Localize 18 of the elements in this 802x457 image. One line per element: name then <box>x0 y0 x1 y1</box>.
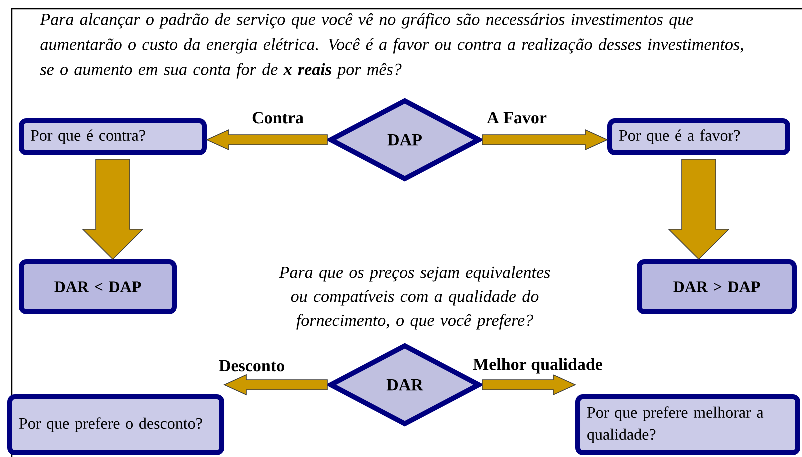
edge-label: Desconto <box>218 359 286 373</box>
block-arrow <box>82 159 144 260</box>
result-box: DAR > DAP <box>637 260 797 314</box>
block-arrow <box>482 129 608 151</box>
question-box: Por que é a favor? <box>608 118 790 156</box>
block-arrow <box>668 159 730 260</box>
question-text: Para que os preços sejam equivalentes ou compatíveis com a qualidade do fornecimento, o que você prefere? <box>279 266 550 330</box>
question-box: Por que é contra? <box>19 118 207 156</box>
edge-label: Contra <box>251 111 305 125</box>
result-box: DAR < DAP <box>19 260 177 314</box>
question-text: Para alcançar o padrão de serviço que você vê no gráfico são necessários investimentos que aumentarão o custo da energia elétrica. Você é a favor ou contra a realização desses investimentos, se o aumento em sua conta for de x reais por mês? <box>40 13 744 79</box>
edge-label: Melhor qualidade <box>472 357 604 375</box>
edge-label: A Favor <box>486 111 548 125</box>
block-arrow <box>224 374 328 396</box>
question-box: Por que prefere melhorar a qualidade? <box>576 394 800 456</box>
block-arrow <box>482 374 576 396</box>
question-box: Por que prefere o desconto? <box>8 394 224 456</box>
block-arrow <box>206 129 328 151</box>
